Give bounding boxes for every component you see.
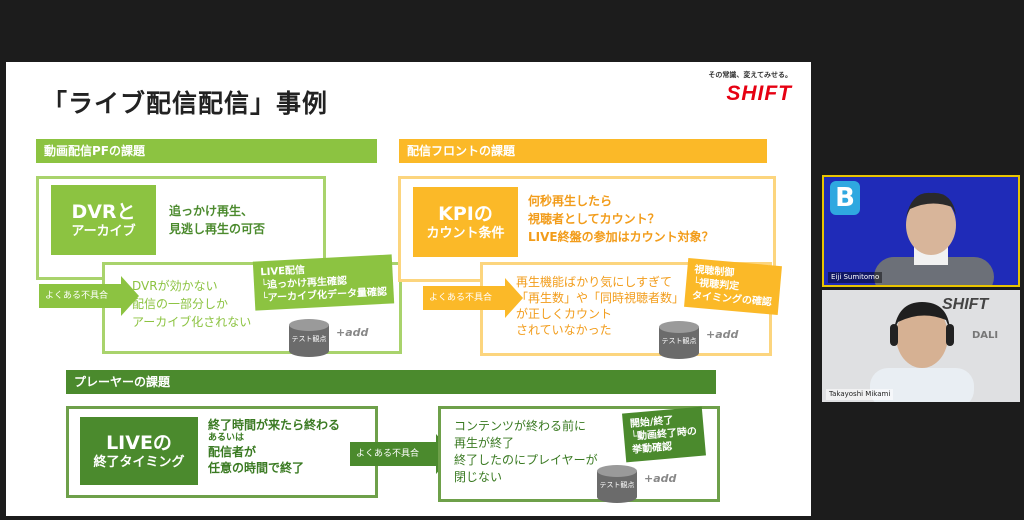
platform-topic-label: DVRと アーカイブ: [51, 185, 156, 255]
player-issue-text: 終了時間が来たら終わる あるいは 配信者が 任意の時間で終了: [208, 418, 341, 475]
video-tile-eiji-sumitomo[interactable]: B Eiji Sumitomo: [822, 175, 1020, 287]
platform-topic-small: アーカイブ: [71, 223, 136, 239]
player-arrow-label: よくある不具合: [350, 442, 436, 466]
logo-tagline: その常識、変えてみせる。: [708, 71, 792, 79]
player-topic-big: LIVEの: [106, 431, 172, 454]
video-tile-takayoshi-mikami[interactable]: SHIFT DALI Takayoshi Mikami: [822, 290, 1020, 402]
person-avatar-icon: [874, 192, 994, 285]
platform-issue-text: 追っかけ再生、 見逃し再生の可否: [169, 204, 266, 236]
person-avatar-icon: [870, 302, 974, 402]
participant-name: Takayoshi Mikami: [826, 389, 894, 400]
front-add-label: +add: [706, 328, 739, 341]
front-issue-text: 何秒再生したら 視聴者としてカウント？ LIVE終盤の参加はカウント対象？: [528, 194, 714, 244]
player-add-label: +add: [644, 472, 677, 485]
front-topic-label: KPIの カウント条件: [413, 187, 518, 257]
platform-add-label: +add: [336, 326, 369, 339]
platform-defect-text: DVRが効かない 配信の一部分しか アーカイブ化されない: [132, 279, 252, 329]
front-topic-big: KPIの: [438, 202, 493, 225]
backdrop-shift-text: SHIFT: [942, 296, 989, 313]
database-icon: [597, 465, 637, 503]
platform-db-label: テスト観点: [291, 335, 327, 343]
player-topic-label: LIVEの 終了タイミング: [80, 417, 198, 485]
front-defect-text: 再生機能ばかり気にしすぎて 「再生数」や「同時視聴者数」 が正しくカウント され…: [516, 275, 685, 337]
shift-logo: その常識、変えてみせる。 SHIFT: [692, 70, 792, 106]
platform-arrow-label: よくある不具合: [39, 284, 121, 308]
database-icon: [659, 321, 699, 359]
platform-test-note: LIVE配信 └追っかけ再生確認 └アーカイブ化データ量確認: [252, 254, 395, 311]
platform-topic-big: DVRと: [71, 200, 136, 223]
database-icon: [289, 319, 329, 357]
front-test-note: 視聴制御 └視聴判定 タイミングの確認: [684, 257, 782, 316]
front-defect-arrow: よくある不具合: [423, 278, 523, 318]
platform-defect-arrow: よくある不具合: [39, 276, 139, 316]
b-logo-icon: B: [830, 181, 860, 215]
slide-title: 「ライブ配信配信」事例: [42, 89, 329, 118]
front-db-label: テスト観点: [661, 337, 697, 345]
player-section-header: プレーヤーの課題: [66, 370, 716, 394]
front-arrow-label: よくある不具合: [423, 286, 505, 310]
front-topic-small: カウント条件: [426, 225, 505, 241]
player-test-note: 開始/終了 └動画終了時の 挙動確認: [622, 406, 707, 463]
participant-name: Eiji Sumitomo: [828, 272, 883, 283]
player-db-label: テスト観点: [599, 481, 635, 489]
logo-wordmark: SHIFT: [726, 82, 792, 105]
presentation-slide: 「ライブ配信配信」事例 その常識、変えてみせる。 SHIFT 動画配信PFの課題…: [6, 62, 811, 516]
backdrop-dali-text: DALI: [972, 330, 999, 341]
front-section-header: 配信フロントの課題: [399, 139, 767, 163]
player-defect-text: コンテンツが終わる前に 再生が終了 終了したのにプレイヤーが 閉じない: [454, 419, 598, 484]
player-topic-small: 終了タイミング: [93, 454, 185, 470]
platform-section-header: 動画配信PFの課題: [36, 139, 377, 163]
